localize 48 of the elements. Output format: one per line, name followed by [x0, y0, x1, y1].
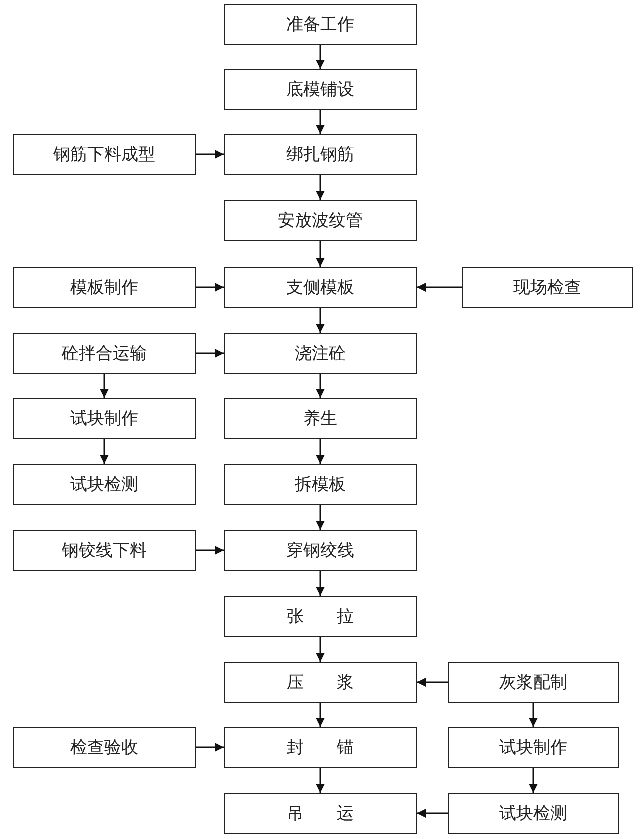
arrow [316, 439, 325, 464]
arrow [196, 150, 224, 159]
arrow [316, 505, 325, 530]
process-box: 灰浆配制 [448, 662, 619, 703]
arrow [417, 283, 462, 292]
process-box: 钢筋下料成型 [13, 134, 196, 175]
process-box: 支侧模板 [224, 267, 417, 308]
process-box: 安放波纹管 [224, 200, 417, 241]
process-box: 绑扎钢筋 [224, 134, 417, 175]
arrow [316, 241, 325, 267]
process-box: 底模铺设 [224, 69, 417, 110]
arrow [196, 283, 224, 292]
process-box: 准备工作 [224, 4, 417, 45]
arrow [316, 768, 325, 793]
arrow [316, 175, 325, 200]
process-box: 检查验收 [13, 727, 196, 768]
process-box: 现场检查 [462, 267, 633, 308]
process-box: 试块检测 [448, 793, 619, 834]
process-box: 试块制作 [448, 727, 619, 768]
arrow [529, 768, 538, 793]
process-box: 试块制作 [13, 398, 196, 439]
process-box: 养生 [224, 398, 417, 439]
arrow [316, 308, 325, 333]
arrow [316, 637, 325, 662]
arrow [316, 374, 325, 398]
arrow [316, 703, 325, 727]
arrow [316, 45, 325, 69]
process-box: 吊 运 [224, 793, 417, 834]
process-box: 压 浆 [224, 662, 417, 703]
process-box: 拆模板 [224, 464, 417, 505]
arrow [100, 439, 109, 464]
arrow [196, 743, 224, 752]
arrow [417, 809, 448, 818]
process-box: 穿钢绞线 [224, 530, 417, 571]
process-box: 封 锚 [224, 727, 417, 768]
arrow [417, 678, 448, 687]
arrow [316, 110, 325, 134]
process-box: 试块检测 [13, 464, 196, 505]
process-box: 模板制作 [13, 267, 196, 308]
arrow [100, 374, 109, 398]
arrow [196, 546, 224, 555]
process-box: 钢铰线下料 [13, 530, 196, 571]
arrow [529, 703, 538, 727]
arrow [316, 571, 325, 596]
process-box: 浇注砼 [224, 333, 417, 374]
process-box: 砼拌合运输 [13, 333, 196, 374]
process-box: 张 拉 [224, 596, 417, 637]
arrow [196, 349, 224, 358]
